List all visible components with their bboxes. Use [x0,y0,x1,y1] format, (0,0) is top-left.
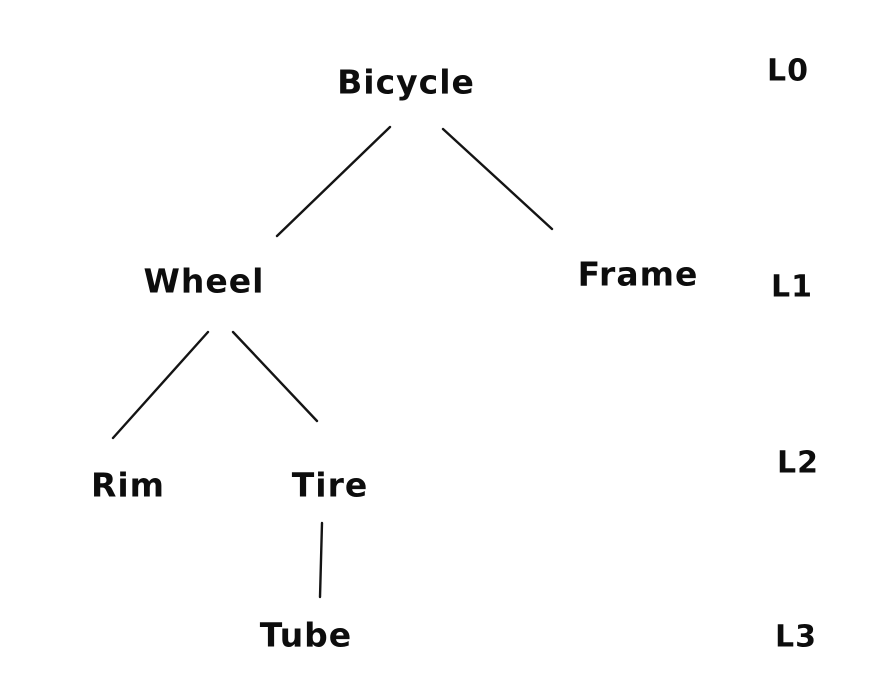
node-frame: Frame [577,254,699,294]
level-label-l0: L0 [767,53,809,89]
edge-bicycle-frame [441,127,554,231]
edge-wheel-rim [111,330,210,440]
node-bicycle: Bicycle [337,62,475,102]
node-tire: Tire [291,465,369,505]
edge-wheel-tire [231,330,319,423]
level-label-l2: L2 [777,445,819,481]
node-rim: Rim [90,465,166,505]
edge-tire-tube [318,521,324,599]
node-tube: Tube [259,615,353,655]
level-label-l1: L1 [771,269,813,305]
edge-bicycle-wheel [275,125,392,238]
node-wheel: Wheel [143,261,265,301]
level-label-l3: L3 [775,619,817,655]
